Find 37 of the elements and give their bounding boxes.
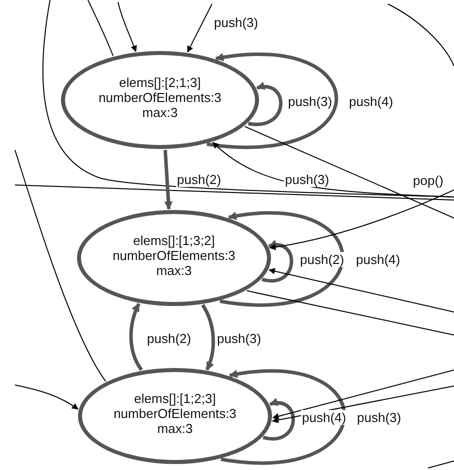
arrow [268,268,454,312]
edge-label: push(2) [176,172,222,187]
arrow [14,384,78,410]
loop-arrow [220,369,346,465]
arrow [118,2,137,52]
arrow [201,304,215,370]
edge-label: push(4) [355,252,402,267]
state-text: numberOfElements:3 [112,248,236,262]
edge-label: pop() [412,173,444,188]
arrow [163,150,173,210]
connector-line [244,126,454,218]
edge-label: push(3) [287,94,334,109]
loop-arrow [206,52,338,149]
edge-label: push(3) [213,15,260,30]
connector-line [14,150,106,382]
state-text: max:3 [142,104,178,120]
state-text: elems[]:[1;2;3] [134,390,216,406]
edge-label: push(2) [146,331,192,346]
arrow [269,190,454,250]
edge-label: push(3) [216,331,262,346]
state-text: max:3 [157,420,193,436]
edge-label: push(2) [299,252,346,267]
edge-label: push(3) [284,172,330,187]
arrow [272,370,454,420]
edge-label: push(3) [356,410,402,425]
loop-arrow [248,82,282,126]
edge-label: push(4) [348,94,394,109]
state-text: numberOfElements:3 [98,90,222,104]
state-text: elems[]:[1;3;2] [133,232,215,248]
state-text: numberOfElements:3 [114,406,236,420]
state-text: elems[]:[2;1;3] [119,74,201,90]
loop-arrow [220,211,344,307]
state-text: max:3 [156,262,192,278]
edge-label: push(4) [301,410,348,425]
arrow [187,4,212,52]
connector-line [246,290,454,336]
arrow [212,142,454,198]
